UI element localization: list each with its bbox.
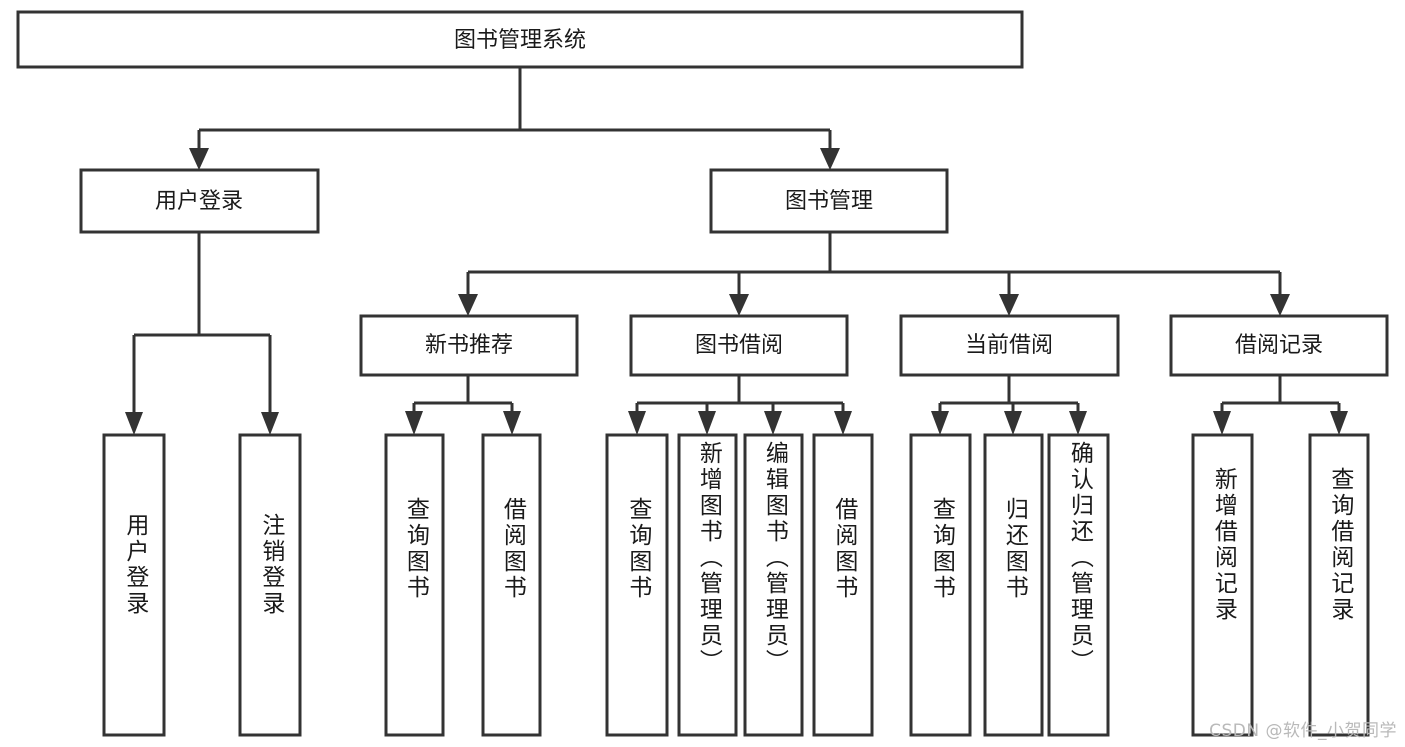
node-current-borrow-label: 当前借阅 (965, 333, 1053, 358)
leaf-box-borrow-book[interactable] (812, 433, 874, 737)
arrow-head-book-borrow (729, 294, 749, 316)
leaf-box-user-login[interactable] (102, 433, 166, 737)
arrow-head-user-login (189, 148, 209, 170)
leaf-box-query-book-recommend[interactable] (384, 433, 445, 737)
node-book-manage-box[interactable] (709, 168, 949, 234)
leaf-box-confirm-return[interactable] (1047, 433, 1110, 737)
connector-group-user-login (125, 232, 279, 435)
arrow-head-leaf-query-book-1 (405, 411, 423, 435)
node-current-borrow-box[interactable] (899, 314, 1120, 377)
connector-group-new-book-recommend (405, 375, 521, 435)
watermark: CSDN @软件_小贺同学 (1209, 721, 1397, 741)
node-borrow-record[interactable]: 借阅记录 (1169, 314, 1389, 377)
connector-group-book-manage (458, 232, 1290, 316)
arrow-head-leaf-add-book (698, 411, 716, 435)
leaf-box-query-borrow-record[interactable] (1308, 433, 1370, 737)
arrow-head-leaf-confirm-return (1069, 411, 1087, 435)
connector-group-current-borrow (931, 375, 1087, 435)
node-book-borrow-label: 图书借阅 (695, 333, 783, 358)
node-book-manage-label: 图书管理 (785, 189, 873, 214)
node-user-login-box[interactable] (79, 168, 320, 234)
node-new-book-recommend[interactable]: 新书推荐 (359, 314, 579, 377)
node-current-borrow[interactable]: 当前借阅 (899, 314, 1120, 377)
arrow-head-leaf-logout (261, 412, 279, 435)
arrow-head-borrow-record (1270, 294, 1290, 316)
node-borrow-record-box[interactable] (1169, 314, 1389, 377)
leaf-box-logout[interactable] (238, 433, 302, 737)
node-book-borrow[interactable]: 图书借阅 (629, 314, 849, 377)
leaf-box-query-book-borrow[interactable] (605, 433, 669, 737)
leaf-box-add-borrow-record[interactable] (1191, 433, 1254, 737)
connector-group-book-borrow (628, 375, 852, 435)
arrow-head-leaf-query-book-2 (628, 411, 646, 435)
node-root[interactable]: 图书管理系统 (16, 10, 1024, 69)
arrow-head-leaf-user-login (125, 412, 143, 435)
node-book-borrow-box[interactable] (629, 314, 849, 377)
node-new-book-recommend-label: 新书推荐 (425, 333, 513, 358)
leaf-box-add-book[interactable] (677, 433, 738, 737)
node-user-login-label: 用户登录 (155, 189, 243, 214)
leaf-box-query-book-current[interactable] (909, 433, 972, 737)
node-book-manage[interactable]: 图书管理 (709, 168, 949, 234)
arrow-head-leaf-borrow-book-2 (834, 411, 852, 435)
connector-group-borrow-record (1213, 375, 1348, 435)
node-root-box[interactable] (16, 10, 1024, 69)
arrow-head-leaf-edit-book (764, 411, 782, 435)
connector-group-root (189, 67, 840, 170)
leaf-box-edit-book[interactable] (743, 433, 804, 737)
arrow-head-leaf-add-record (1213, 411, 1231, 435)
node-new-book-recommend-box[interactable] (359, 314, 579, 377)
arrow-head-leaf-query-book-3 (931, 411, 949, 435)
arrow-head-current-borrow (999, 294, 1019, 316)
arrow-head-leaf-borrow-book-1 (503, 411, 521, 435)
arrow-head-book-manage (820, 148, 840, 170)
arrow-head-leaf-query-record (1330, 411, 1348, 435)
leaf-box-return-book[interactable] (983, 433, 1044, 737)
node-user-login[interactable]: 用户登录 (79, 168, 320, 234)
arrow-head-new-book-recommend (458, 294, 478, 316)
node-root-label: 图书管理系统 (454, 28, 586, 53)
leaf-box-borrow-book-recommend[interactable] (481, 433, 542, 737)
node-borrow-record-label: 借阅记录 (1235, 333, 1323, 358)
arrow-head-leaf-return-book (1004, 411, 1022, 435)
